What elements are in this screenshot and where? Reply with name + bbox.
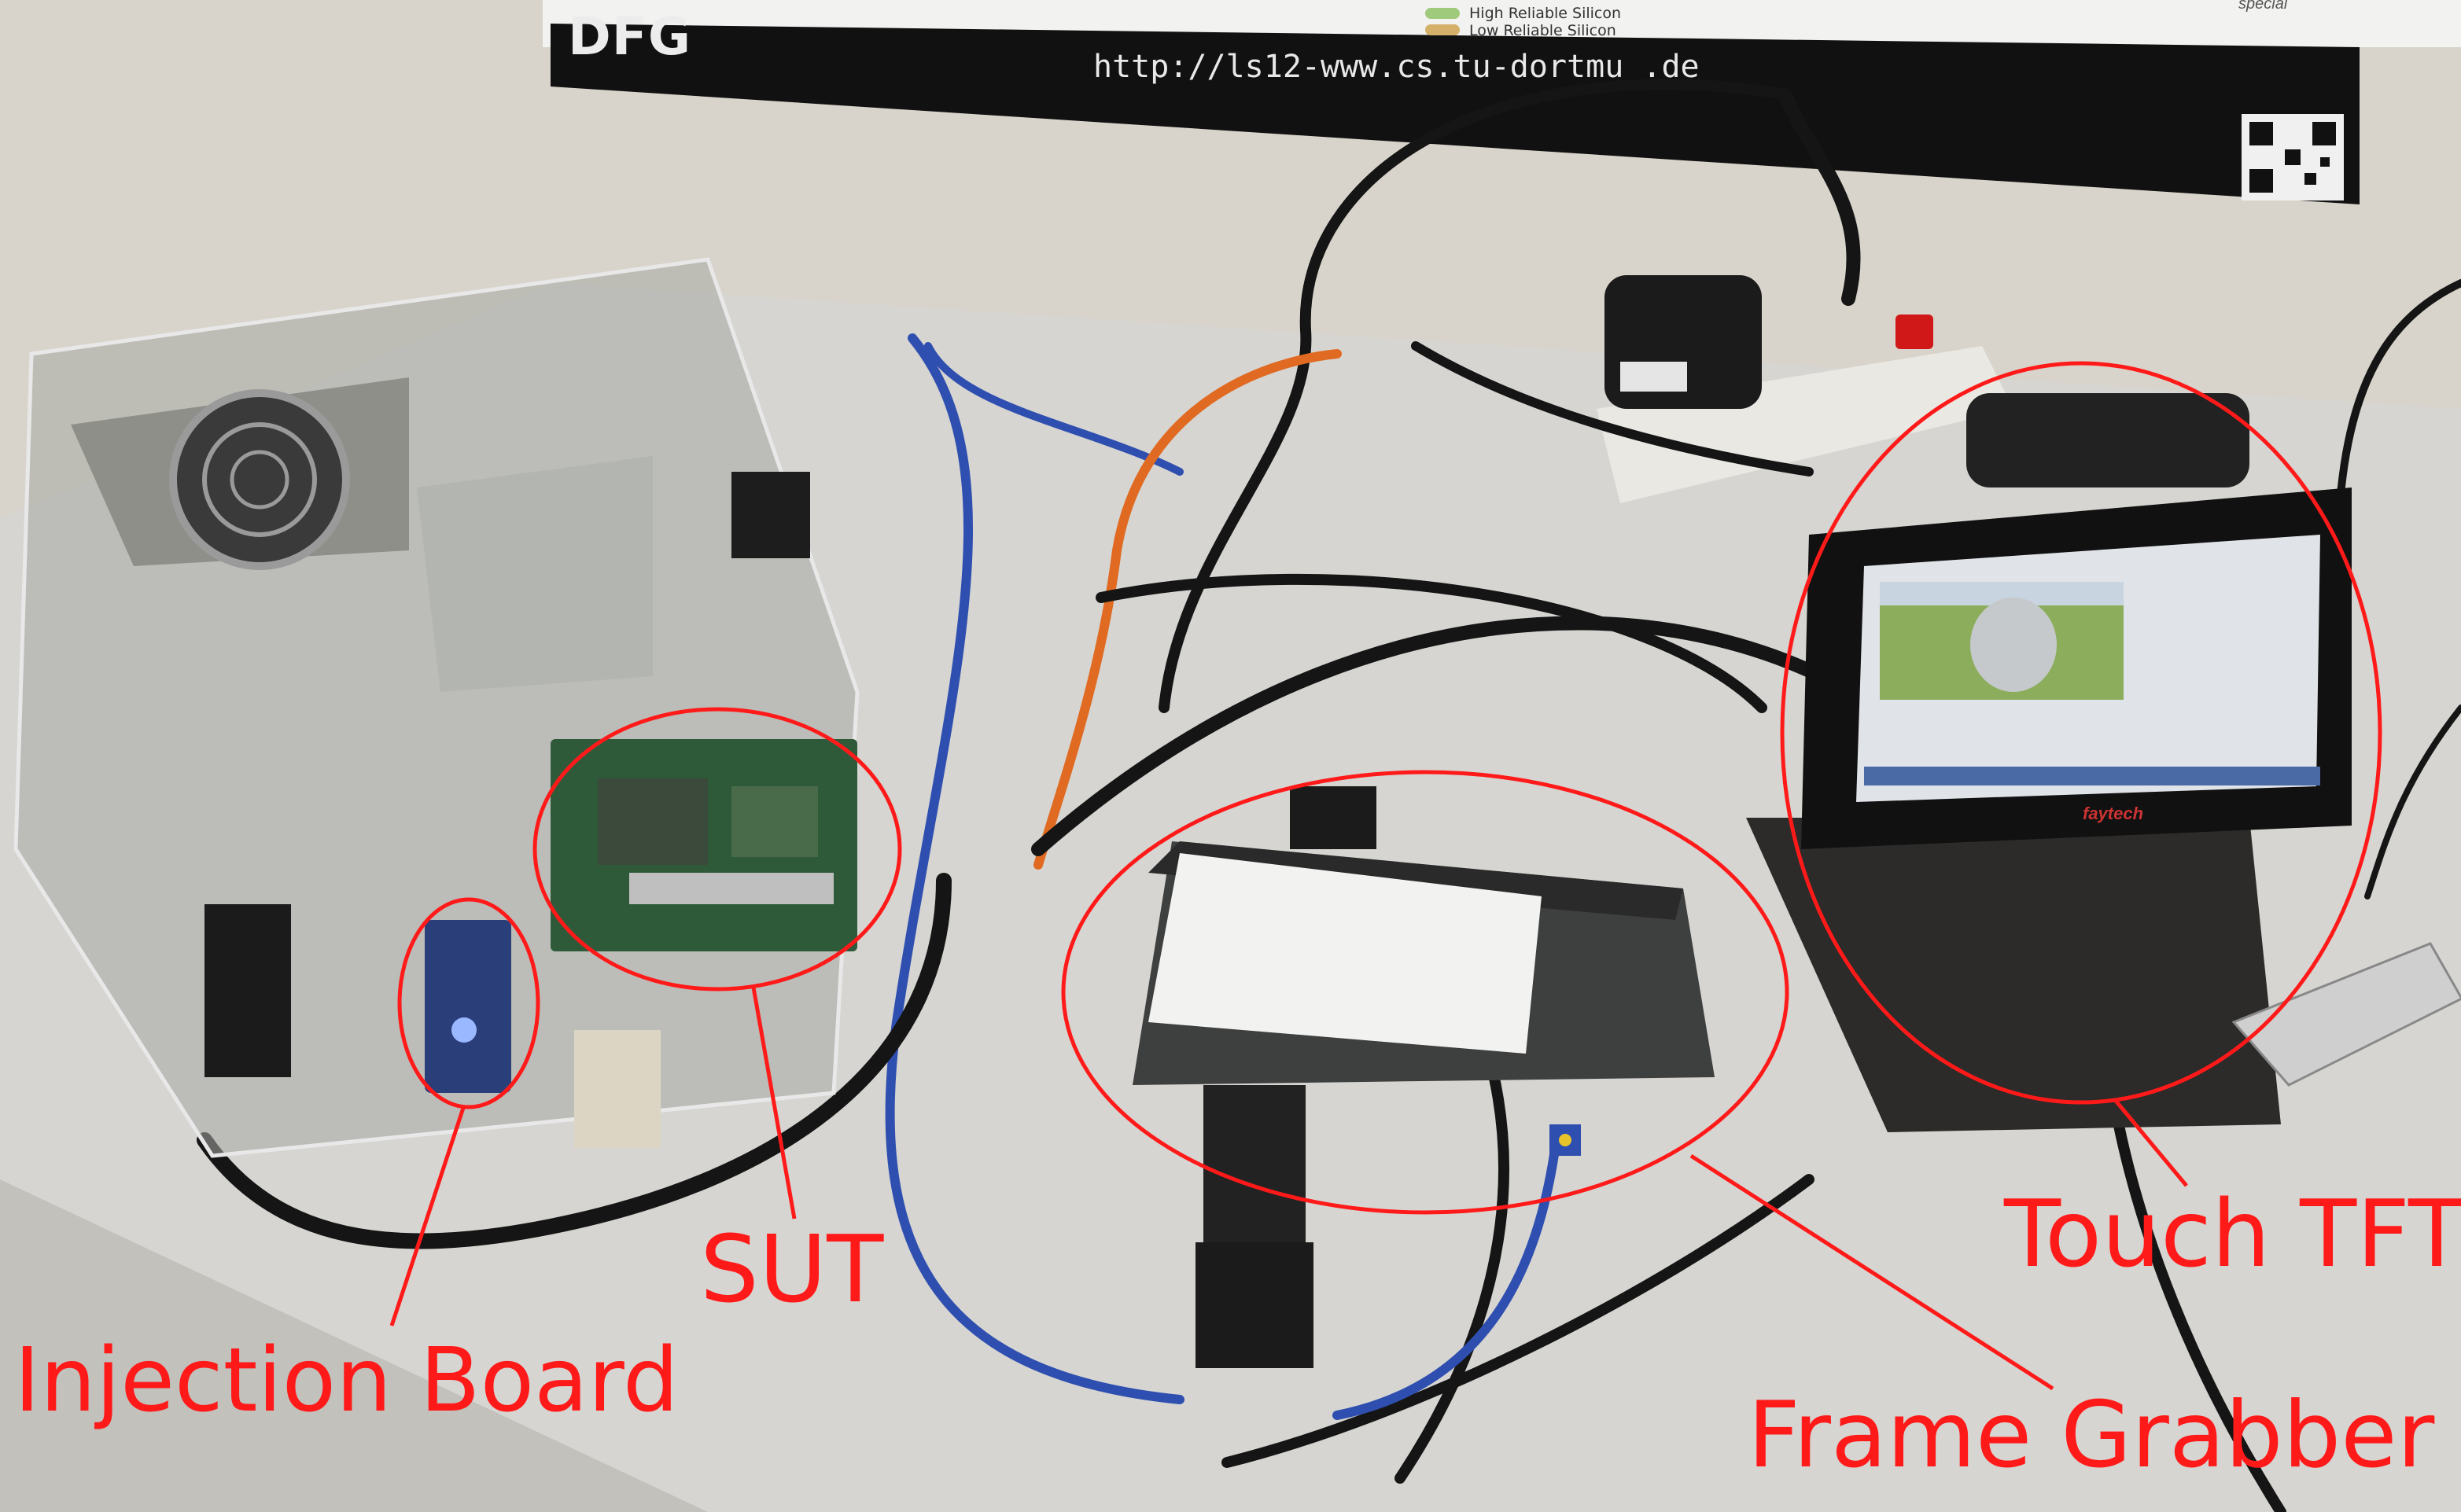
touch-tft-circle: [1780, 361, 2382, 1105]
legend-swatch-high: [1425, 8, 1460, 19]
dfg-logo: DFG: [568, 6, 692, 67]
power-supply: [417, 456, 653, 692]
sut-circle: [532, 707, 902, 991]
frame-grabber-device: [1133, 786, 1715, 1368]
qr-pattern: [2249, 122, 2336, 193]
power-strip: [1597, 346, 2013, 503]
legend-high: High Reliable Silicon: [1469, 5, 1622, 22]
frame-grabber-circle: [1061, 770, 1789, 1215]
label-injection-board: Injection Board: [14, 1330, 679, 1432]
vga-connector: [1203, 1085, 1306, 1242]
vga-plug-left: [204, 904, 291, 1077]
power-switch: [1895, 315, 1933, 349]
touch-tft-pointer: [2114, 1099, 2188, 1187]
legend-low: Low Reliable Silicon: [1469, 22, 1616, 39]
frame-grabber-pointer: [1689, 1153, 2054, 1391]
touch-monitor: [1746, 487, 2352, 1132]
injection-board-pointer: [389, 1105, 466, 1326]
serial-cable: [574, 1030, 661, 1148]
annotation-marks: [389, 361, 2382, 1391]
sut-pointer: [751, 987, 797, 1220]
banner-url: http://ls12-www.cs.tu-dortmu .de: [1093, 49, 1700, 85]
monitor-brand-logo: faytech: [2083, 804, 2144, 823]
injection-board-pcb: [425, 920, 511, 1093]
ir-remote: [2231, 942, 2461, 1087]
plug-label: [1620, 362, 1687, 392]
glass-enclosure: [13, 257, 860, 1158]
label-sut: SUT: [700, 1215, 884, 1323]
desk-shade: [0, 1179, 708, 1512]
banner-corner-text: special: [2238, 0, 2288, 13]
injection-board-circle: [397, 897, 540, 1109]
legend-swatch-low: [1425, 24, 1460, 35]
fan: [169, 389, 350, 570]
psu-connector: [731, 472, 810, 558]
cables: [197, 79, 2461, 1512]
label-frame-grabber: Frame Grabber: [1748, 1382, 2435, 1488]
power-brick: [1966, 393, 2249, 487]
poster-banner: [551, 24, 2360, 204]
label-touch-tft: Touch TFT: [2004, 1179, 2461, 1288]
